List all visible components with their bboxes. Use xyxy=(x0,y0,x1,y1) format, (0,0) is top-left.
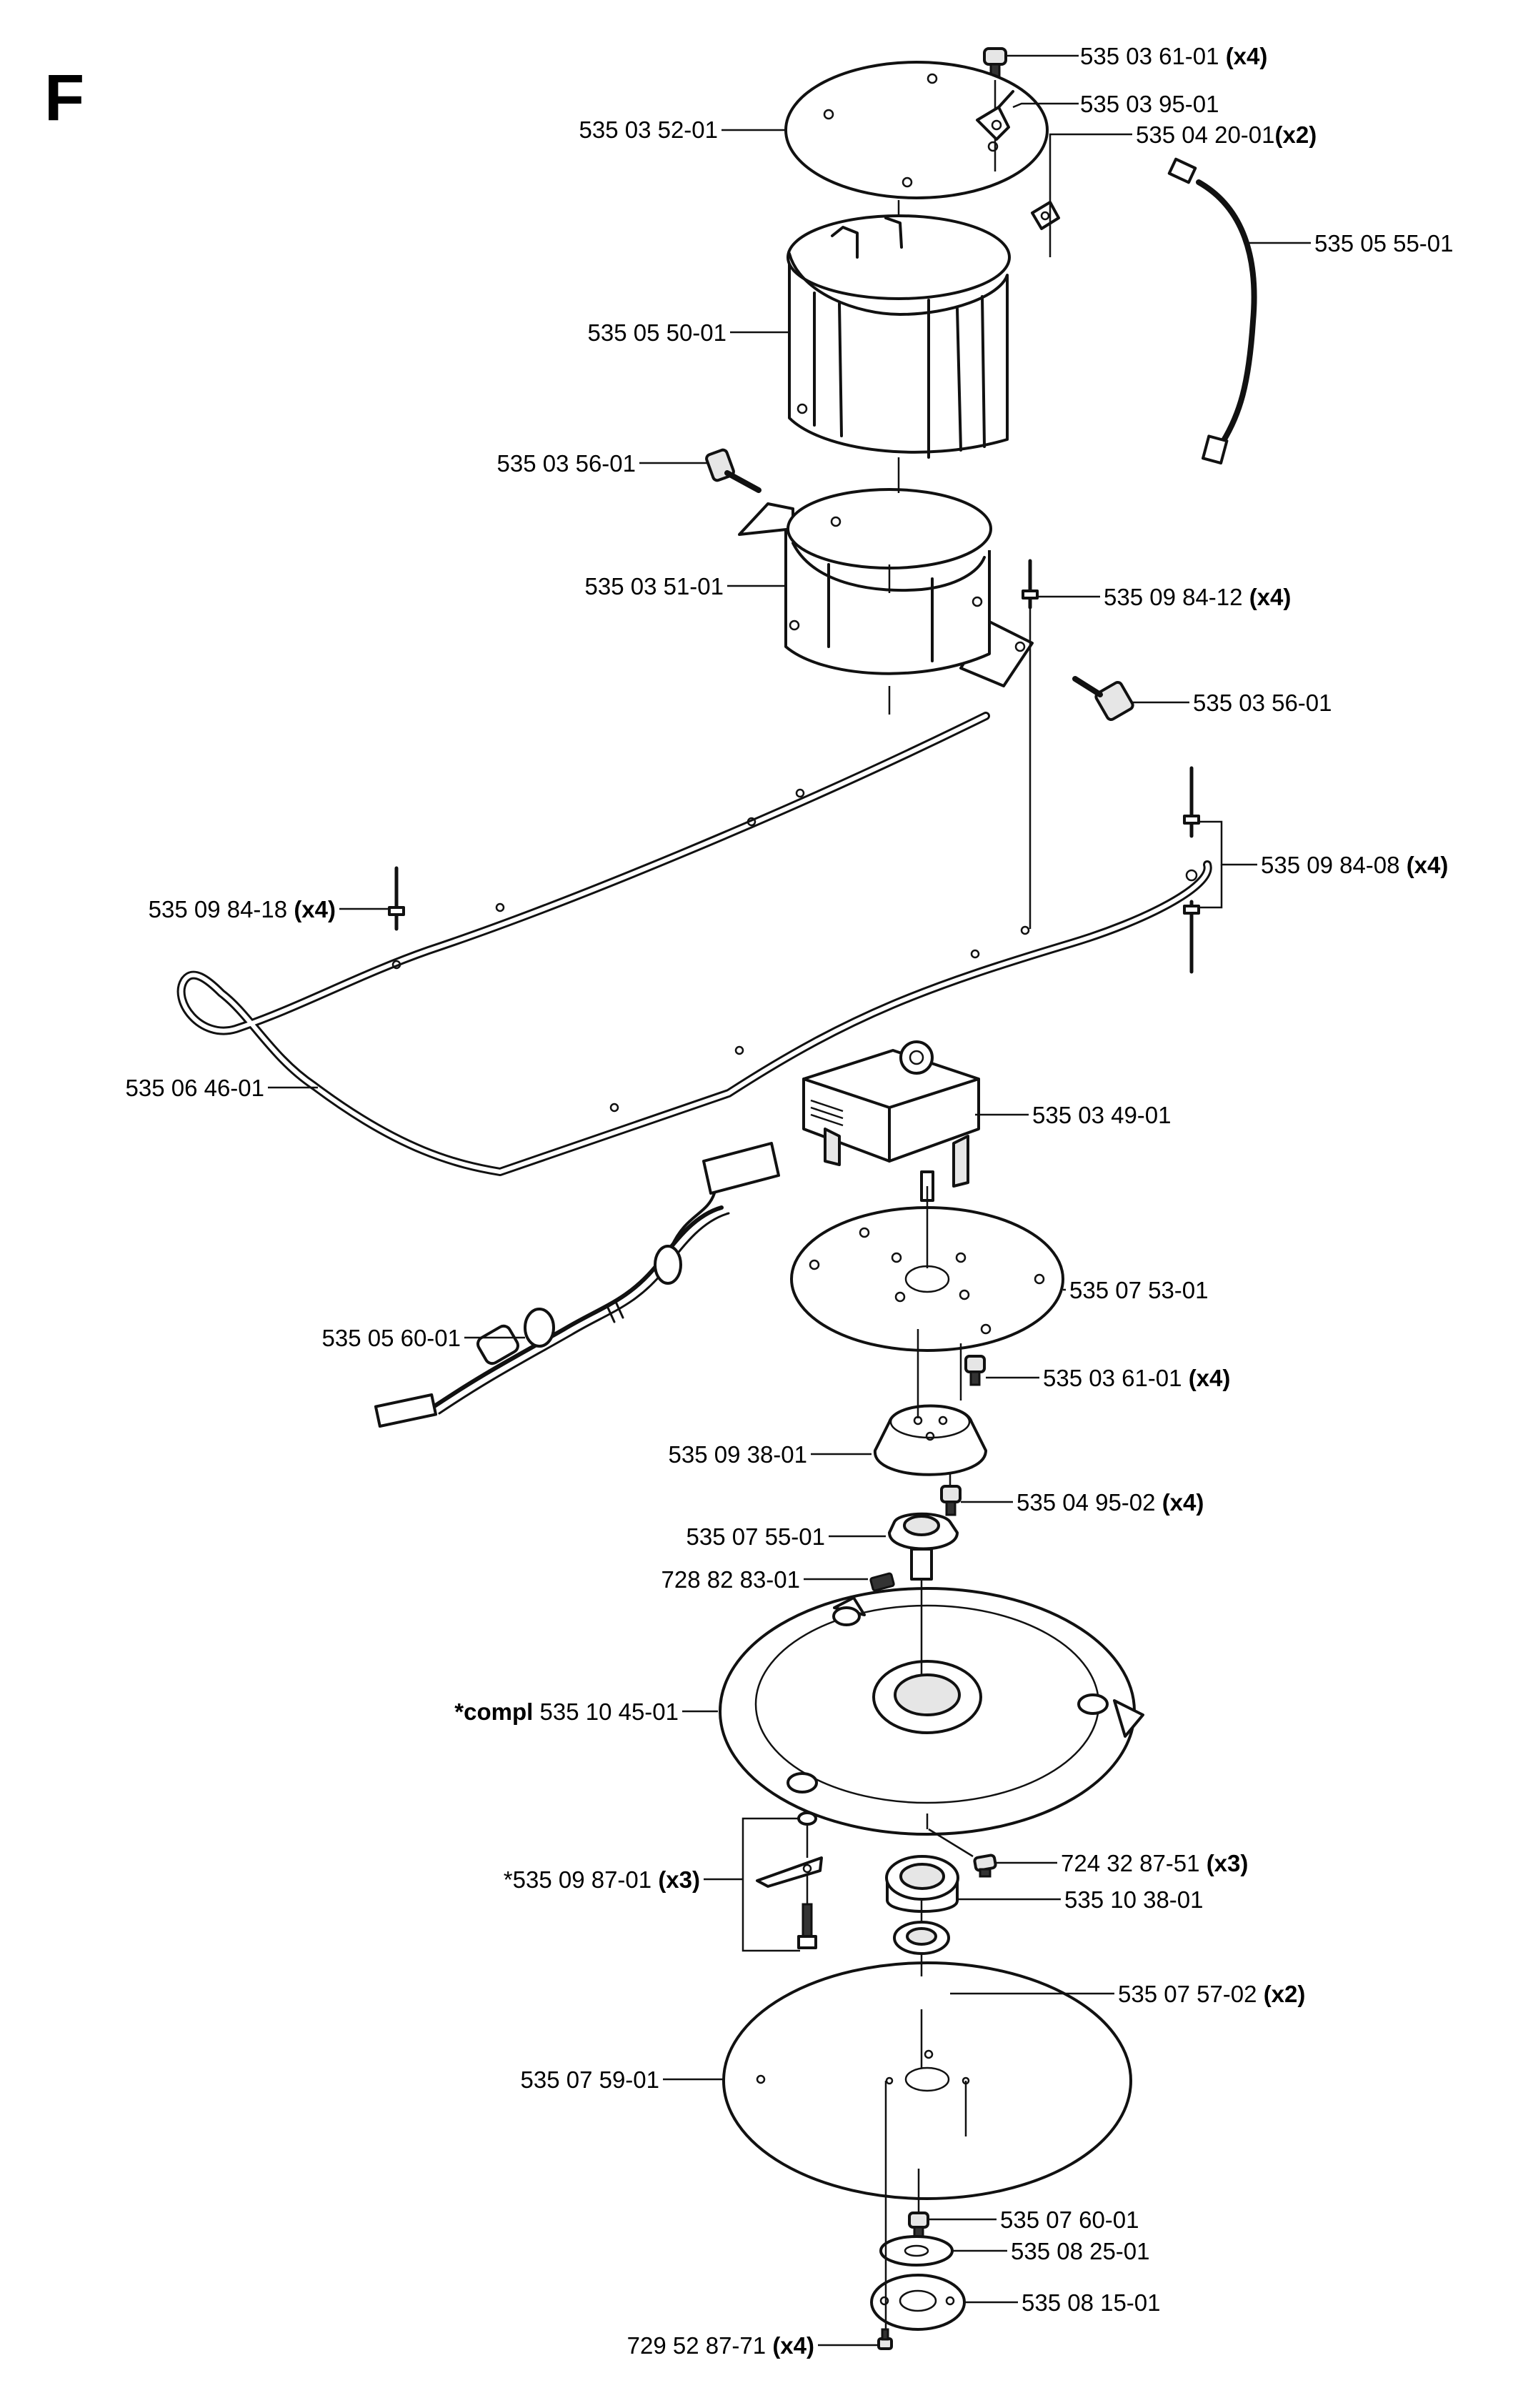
hub xyxy=(873,1404,987,1476)
cover-lid xyxy=(784,61,1049,199)
label-set-screw: 728 82 83-01 xyxy=(661,1566,800,1593)
skid-plate xyxy=(722,1961,1132,2200)
set-screw xyxy=(869,1572,895,1592)
coupling xyxy=(888,1512,959,1581)
blade-disc xyxy=(719,1587,1144,1836)
label-boundary-wire: 535 06 46-01 xyxy=(125,1075,264,1101)
label-skid-plate: 535 07 59-01 xyxy=(520,2066,659,2093)
clip xyxy=(976,90,1014,141)
motor xyxy=(802,1040,980,1202)
label-housing-upper: 535 05 50-01 xyxy=(587,319,726,346)
knob-right xyxy=(1072,676,1134,721)
label-screw-plate: 535 03 61-01 (x4) xyxy=(1043,1365,1230,1391)
label-pin-18: 535 09 84-18 (x4) xyxy=(149,896,336,922)
cable-short xyxy=(1167,157,1257,465)
assembly-axes xyxy=(806,200,1052,2329)
label-nut: 535 04 20-01(x2) xyxy=(1136,121,1317,148)
wire-harness xyxy=(374,1142,780,1428)
pin-upper xyxy=(1022,559,1039,610)
screw-blade xyxy=(973,1854,997,1878)
blade-kit xyxy=(756,1811,823,1949)
label-cover-lid: 535 03 52-01 xyxy=(579,116,718,143)
bolt xyxy=(908,2212,929,2239)
label-motor: 535 03 49-01 xyxy=(1032,1102,1172,1128)
label-harness: 535 05 60-01 xyxy=(321,1325,461,1351)
label-clip: 535 03 95-01 xyxy=(1080,91,1219,117)
label-screw-hub: 535 04 95-02 (x4) xyxy=(1017,1489,1204,1516)
label-bolt: 535 07 60-01 xyxy=(1000,2206,1139,2233)
label-blade-kit: *535 09 87-01 (x3) xyxy=(504,1866,700,1893)
housing-upper xyxy=(787,214,1011,459)
screw-plate xyxy=(964,1355,986,1386)
label-pin-08: 535 09 84-08 (x4) xyxy=(1261,852,1448,878)
pin-left xyxy=(388,866,405,931)
label-knob-left: 535 03 56-01 xyxy=(496,450,636,477)
square-nut xyxy=(1031,201,1060,230)
screw-hub xyxy=(940,1485,962,1516)
knob-left xyxy=(705,448,761,493)
label-cable-short: 535 05 55-01 xyxy=(1314,230,1454,257)
label-hub: 535 09 38-01 xyxy=(668,1441,807,1468)
housing-lower xyxy=(738,488,1034,687)
section-letter: F xyxy=(44,61,84,134)
label-screw-blade: 724 32 87-51 (x3) xyxy=(1061,1850,1248,1876)
label-bearing: 535 07 57-02 (x2) xyxy=(1118,1981,1305,2007)
boundary-wire xyxy=(176,712,1212,1176)
label-washer: 535 08 25-01 xyxy=(1011,2238,1150,2264)
part-labels: 535 03 61-01 (x4) 535 03 52-01 535 03 95… xyxy=(125,43,1453,2359)
label-cap: 535 08 15-01 xyxy=(1022,2289,1161,2316)
label-mount-plate: 535 07 53-01 xyxy=(1069,1277,1209,1303)
label-pin-12: 535 09 84-12 (x4) xyxy=(1104,584,1291,610)
label-screw-bottom: 729 52 87-71 (x4) xyxy=(627,2332,814,2359)
washer xyxy=(879,2235,954,2267)
leader-lines xyxy=(268,54,1311,2347)
label-housing-lower: 535 03 51-01 xyxy=(584,573,724,599)
bearing-housing xyxy=(885,1855,959,1913)
pins-right xyxy=(1183,766,1200,974)
label-coupling: 535 07 55-01 xyxy=(686,1523,825,1550)
label-knob-right: 535 03 56-01 xyxy=(1193,690,1332,716)
label-screw-top: 535 03 61-01 (x4) xyxy=(1080,43,1267,69)
screw-bottom xyxy=(877,2328,893,2350)
label-bearing-housing: 535 10 38-01 xyxy=(1064,1886,1204,1913)
label-blade-disc: *compl 535 10 45-01 xyxy=(454,1698,679,1725)
